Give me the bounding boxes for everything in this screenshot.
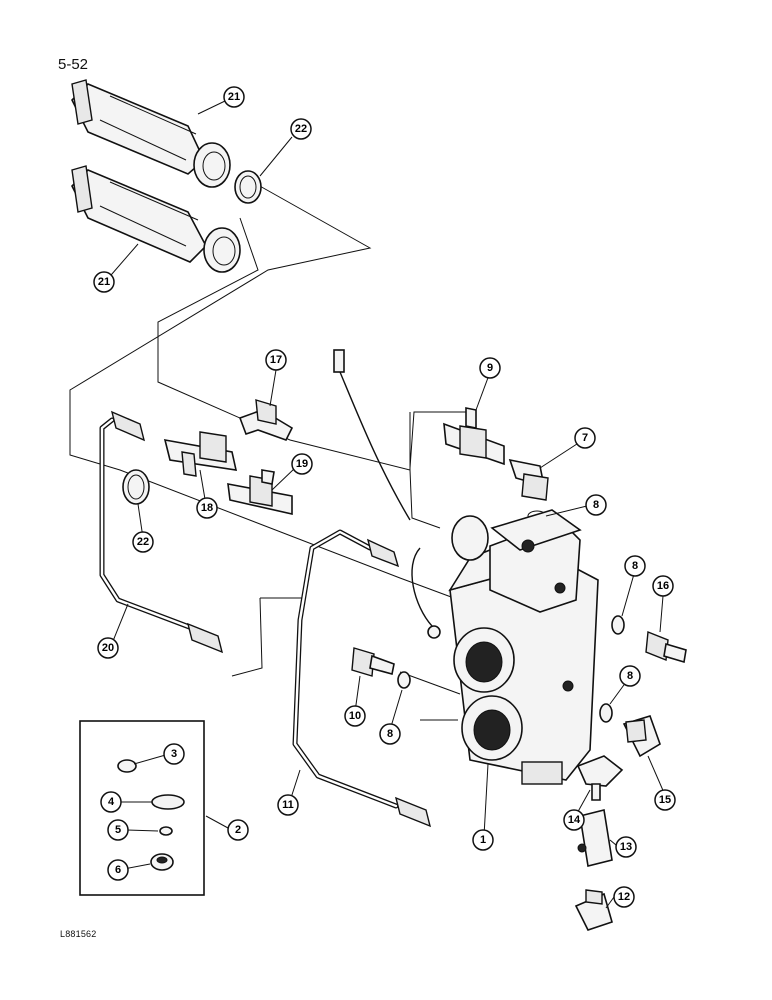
plug-16 <box>611 615 687 664</box>
elbow-fitting-14 <box>576 755 624 801</box>
coupling-13 <box>577 809 613 867</box>
callout-5: 5 <box>107 819 129 841</box>
page-number: 5-52 <box>58 56 89 73</box>
svg-text:22: 22 <box>295 123 307 135</box>
svg-text:19: 19 <box>296 458 308 470</box>
svg-text:5: 5 <box>115 824 121 836</box>
leader-lines <box>104 100 666 909</box>
callout-16: 16 <box>652 575 674 597</box>
svg-text:14: 14 <box>568 814 581 826</box>
callout-18: 18 <box>196 497 218 519</box>
callout-4: 4 <box>100 791 122 813</box>
svg-text:21: 21 <box>228 91 240 103</box>
seal-kit-box-2 <box>79 720 205 896</box>
callout-6: 6 <box>107 859 129 881</box>
callout-7: 7 <box>574 427 596 449</box>
o-ring-22-lower <box>122 469 150 505</box>
svg-text:8: 8 <box>593 499 599 511</box>
svg-text:12: 12 <box>618 891 630 903</box>
callout-14: 14 <box>563 809 585 831</box>
svg-text:11: 11 <box>282 799 294 811</box>
valve-body-1 <box>448 509 599 785</box>
callout-11: 11 <box>277 794 299 816</box>
callout-2: 2 <box>227 819 249 841</box>
svg-text:3: 3 <box>171 748 177 760</box>
elbow-fitting-12 <box>574 889 613 931</box>
tee-fitting-18 <box>163 431 238 477</box>
callout-8d: 8 <box>379 723 401 745</box>
callout-9: 9 <box>479 357 501 379</box>
callout-22b: 22 <box>132 531 154 553</box>
svg-text:4: 4 <box>108 796 115 808</box>
elbow-fitting-15 <box>599 703 661 758</box>
svg-text:15: 15 <box>659 794 671 806</box>
callout-12: 12 <box>613 886 635 908</box>
tube-11 <box>292 529 432 828</box>
svg-text:16: 16 <box>657 580 669 592</box>
callout-8b: 8 <box>624 555 646 577</box>
callout-15: 15 <box>654 789 676 811</box>
callout-8a: 8 <box>585 494 607 516</box>
svg-text:7: 7 <box>582 432 588 444</box>
callout-21a: 21 <box>223 86 245 108</box>
svg-text:21: 21 <box>98 276 110 288</box>
guide-lines <box>69 184 471 721</box>
callout-21b: 21 <box>93 271 115 293</box>
callout-17: 17 <box>265 349 287 371</box>
callout-3: 3 <box>163 743 185 765</box>
callout-1: 1 <box>472 829 494 851</box>
svg-text:1: 1 <box>480 834 486 846</box>
electrical-lead <box>333 349 441 639</box>
elbow-fitting-17 <box>238 399 294 441</box>
elbow-fitting-7 <box>508 458 549 522</box>
svg-text:13: 13 <box>620 841 632 853</box>
tee-fitting-9 <box>443 407 505 466</box>
svg-text:22: 22 <box>137 536 149 548</box>
figure-code: L881562 <box>60 929 97 939</box>
svg-text:9: 9 <box>487 362 493 374</box>
svg-text:20: 20 <box>102 642 114 654</box>
adapter-21-upper <box>71 79 231 188</box>
svg-text:17: 17 <box>270 354 282 366</box>
callout-22a: 22 <box>290 118 312 140</box>
tube-20 <box>99 410 224 654</box>
svg-text:8: 8 <box>632 560 638 572</box>
adapter-fitting-10 <box>351 647 411 689</box>
tee-fitting-19 <box>227 469 293 516</box>
callout-10: 10 <box>344 705 366 727</box>
callout-20: 20 <box>97 637 119 659</box>
adapter-21-lower <box>71 165 241 273</box>
svg-text:8: 8 <box>387 728 393 740</box>
callout-8c: 8 <box>619 665 641 687</box>
callout-19: 19 <box>291 453 313 475</box>
svg-text:18: 18 <box>201 502 213 514</box>
svg-text:6: 6 <box>115 864 121 876</box>
callout-13: 13 <box>615 836 637 858</box>
svg-text:10: 10 <box>349 710 361 722</box>
svg-text:2: 2 <box>235 824 241 836</box>
svg-text:8: 8 <box>627 670 633 682</box>
o-ring-22-upper <box>234 170 262 204</box>
